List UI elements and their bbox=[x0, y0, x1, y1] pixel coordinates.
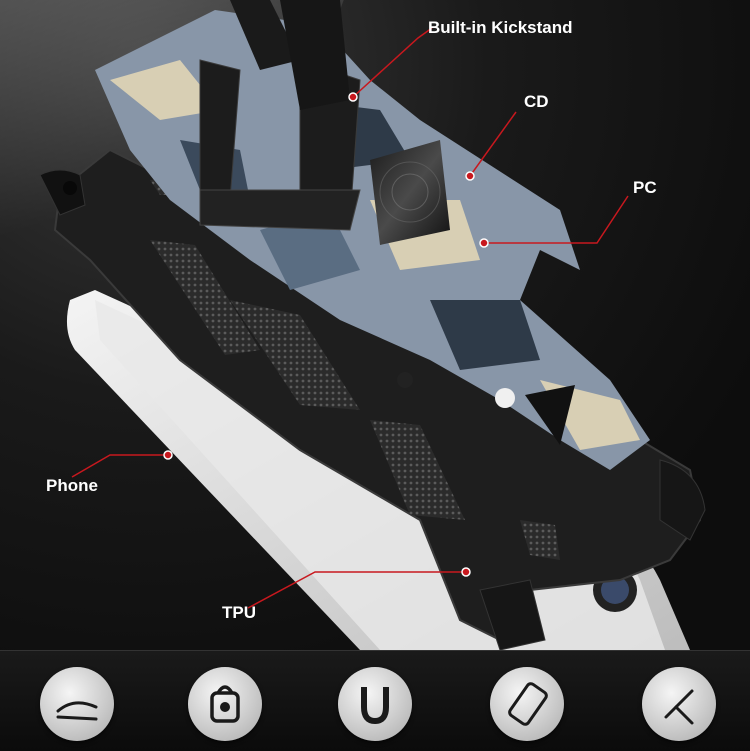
feature-icon-bar bbox=[0, 650, 750, 751]
label-pc: PC bbox=[633, 178, 657, 197]
label-phone: Phone bbox=[46, 476, 98, 495]
phone-case-illustration bbox=[39, 0, 706, 650]
phone-tilt-icon bbox=[490, 667, 564, 741]
kickstand-angle-icon bbox=[642, 667, 716, 741]
product-image-area: Built-in Kickstand CD PC Phone TPU bbox=[0, 0, 750, 650]
label-kickstand: Built-in Kickstand bbox=[428, 18, 573, 37]
label-cd: CD bbox=[524, 92, 549, 111]
bumper-corner-icon bbox=[188, 667, 262, 741]
kickstand bbox=[199, 0, 361, 231]
bend-flex-icon bbox=[40, 667, 114, 741]
callout-lines bbox=[71, 27, 629, 609]
label-tpu: TPU bbox=[222, 603, 256, 622]
cd-metal-plate bbox=[370, 140, 450, 245]
magnet-icon bbox=[338, 667, 412, 741]
